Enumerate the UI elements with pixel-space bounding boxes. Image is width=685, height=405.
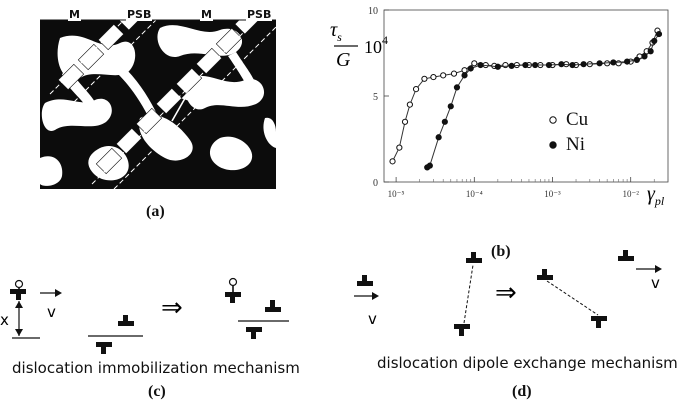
- data-point-ni: [633, 56, 640, 63]
- incoming-dislocation: [357, 281, 373, 286]
- new-dipole-dislocation-bottom: [591, 316, 607, 321]
- data-point-ni: [508, 62, 515, 70]
- data-point-cu: [421, 75, 428, 82]
- y-axis-label-tau: τs: [330, 19, 342, 44]
- dipole-link-right: [546, 280, 599, 316]
- dipole-dislocation-bottom: [454, 324, 470, 329]
- dislocation-loop-symbol-2: [228, 277, 238, 287]
- band-label-matrix-1: M: [68, 8, 81, 21]
- data-point-ni: [610, 59, 617, 66]
- data-point-ni: [558, 61, 565, 68]
- velocity-label-d-right: v: [651, 274, 660, 292]
- series-line-ni: [426, 33, 660, 168]
- x-tick-label: 10⁻⁵: [388, 189, 405, 199]
- legend-marker-ni: [549, 141, 557, 149]
- data-point-ni: [435, 134, 442, 141]
- x-tick-label: 10⁻²: [622, 189, 639, 199]
- caption-immobilization: dislocation immobilization mechanism: [12, 359, 300, 377]
- caption-dipole-exchange: dislocation dipole exchange mechanism: [377, 354, 678, 372]
- data-point-cu: [615, 60, 622, 67]
- plot-frame: [383, 9, 669, 183]
- velocity-label-d-left: v: [368, 310, 377, 328]
- y-tick-label: 5: [373, 92, 378, 103]
- data-point-cu: [471, 60, 478, 67]
- data-point-cu: [461, 67, 468, 74]
- panel-label-b: (b): [491, 243, 511, 260]
- band-label-psb-1: PSB: [126, 8, 153, 21]
- x-tick-label: 10⁻³: [544, 189, 561, 199]
- data-point-ni: [467, 65, 474, 72]
- data-point-ni: [447, 103, 454, 110]
- x-tick-label: 10⁻⁴: [466, 189, 483, 199]
- data-point-ni: [647, 48, 654, 55]
- data-point-ni: [569, 61, 576, 69]
- data-point-ni: [624, 58, 631, 65]
- edge-dislocation-upright-1: [118, 321, 134, 326]
- data-point-cu: [440, 72, 447, 79]
- data-point-ni: [651, 37, 658, 45]
- edge-dislocation-inverted-2: [246, 327, 262, 332]
- data-point-cu: [450, 70, 458, 77]
- burgers-vector-arrowhead: [181, 91, 190, 102]
- data-point-ni: [426, 162, 433, 169]
- band-label-matrix-2: M: [200, 8, 213, 21]
- panel-label-d: (d): [512, 383, 532, 400]
- y-axis-label-denominator: G: [336, 49, 351, 71]
- y-tick-label: 10: [368, 6, 378, 17]
- data-point-ni: [522, 61, 529, 69]
- dipole-link-left: [463, 264, 474, 324]
- edge-dislocation-immobilized: [225, 292, 241, 297]
- transition-arrow-d: ⇒: [495, 278, 517, 308]
- y-axis-label-factor: 104: [364, 33, 388, 57]
- data-point-cu: [412, 86, 420, 93]
- data-point-ni: [532, 61, 539, 69]
- legend-label-ni: Ni: [566, 134, 585, 155]
- legend-marker-cu: [549, 116, 557, 124]
- psb-micrograph: M PSB M PSB b: [40, 5, 277, 190]
- edge-dislocation-upright-2: [265, 307, 281, 312]
- data-point-ni: [494, 63, 501, 70]
- data-point-cu: [430, 73, 437, 81]
- data-point-cu: [406, 101, 413, 108]
- burgers-vector-label: b: [164, 116, 172, 131]
- spacing-label: x: [0, 311, 9, 329]
- data-point-ni: [655, 30, 663, 38]
- panel-label-c: (c): [148, 383, 166, 400]
- band-label-psb-2: PSB: [246, 8, 273, 21]
- x-axis-label: γpl: [647, 183, 665, 208]
- data-point-ni: [441, 118, 448, 125]
- velocity-label-left: v: [47, 303, 56, 321]
- released-dislocation: [618, 256, 634, 261]
- micrograph-image: [40, 5, 277, 190]
- data-point-cu: [389, 158, 396, 165]
- data-point-cu: [401, 118, 409, 125]
- legend-label-cu: Cu: [566, 109, 589, 130]
- data-point-ni: [596, 60, 603, 67]
- dipole-exchange-diagram: v v ⇒: [354, 250, 662, 336]
- edge-dislocation-inverted-1: [96, 342, 112, 347]
- data-point-ni: [545, 61, 553, 69]
- series-line-cu: [392, 30, 658, 162]
- data-point-cu: [396, 144, 403, 151]
- data-point-ni: [580, 61, 587, 68]
- data-point-ni: [477, 61, 484, 69]
- panel-label-a: (a): [146, 203, 165, 220]
- data-point-ni: [453, 84, 461, 91]
- dipole-dislocation-top: [466, 258, 482, 263]
- data-point-ni: [461, 72, 468, 79]
- data-point-ni: [641, 53, 648, 60]
- y-tick-label: 0: [373, 178, 378, 189]
- edge-dislocation-top: [10, 289, 26, 294]
- new-dipole-dislocation-top: [537, 275, 553, 280]
- transition-arrow-c: ⇒: [161, 293, 183, 323]
- dislocation-loop-symbol: [14, 279, 24, 289]
- immobilization-mechanism-diagram: x v ⇒: [0, 277, 289, 354]
